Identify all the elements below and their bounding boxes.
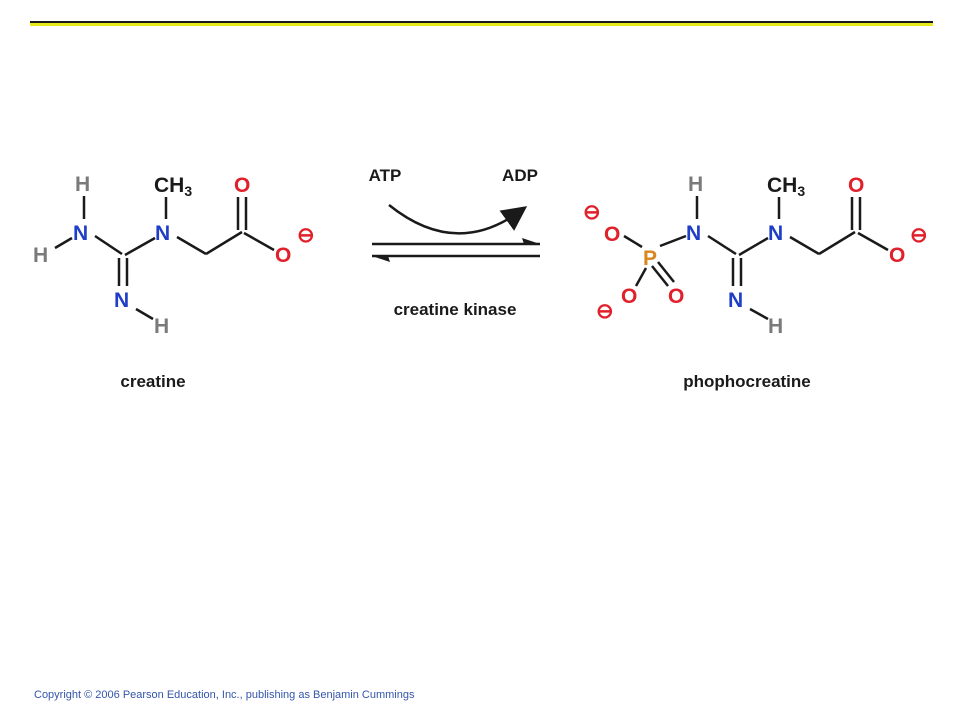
phosphocreatine-atom-o: O xyxy=(848,174,864,197)
phosphocreatine-atom-o: O xyxy=(889,244,905,267)
phosphocreatine-atom-n: N xyxy=(686,222,701,245)
phosphate-negative-charge: ⊖ xyxy=(596,300,614,323)
top-rule xyxy=(30,21,933,26)
phosphocreatine-label: phophocreatine xyxy=(683,372,811,391)
adp-label: ADP xyxy=(502,166,538,185)
creatine-atom-o: O xyxy=(275,244,291,267)
top-rule-dark-line xyxy=(30,21,933,23)
forward-arrow-head xyxy=(522,238,540,244)
enzyme-label: creatine kinase xyxy=(394,300,517,319)
cofactor-curved-arrow xyxy=(388,204,528,235)
creatine-atom-n: N xyxy=(155,222,170,245)
top-rule-yellow-line xyxy=(30,23,933,26)
reaction-arrows: ATP ADP creatine kinase xyxy=(369,166,540,319)
phosphocreatine-atom-o: O xyxy=(604,223,620,246)
creatine-atom-h: H xyxy=(154,315,169,338)
phosphocreatine-atom-n: N xyxy=(768,222,783,245)
creatine-label: creatine xyxy=(120,372,185,391)
creatine-molecule: H N H N CH3 N H O O ⊖ xyxy=(33,173,315,338)
creatine-atom-ch3: CH3 xyxy=(154,174,192,199)
reverse-arrow-head xyxy=(372,256,390,262)
creatine-atom-h: H xyxy=(33,244,48,267)
creatine-atom-n: N xyxy=(73,222,88,245)
creatine-atom-h: H xyxy=(75,173,90,196)
phosphocreatine-atom-ch3: CH3 xyxy=(767,174,805,199)
phosphocreatine-atom-h: H xyxy=(688,173,703,196)
phosphocreatine-atom-h: H xyxy=(768,315,783,338)
creatine-atom-n: N xyxy=(114,289,129,312)
copyright-notice: Copyright © 2006 Pearson Education, Inc.… xyxy=(34,689,415,701)
phosphocreatine-atom-o: O xyxy=(621,285,637,308)
phosphocreatine-atom-n: N xyxy=(728,289,743,312)
creatine-negative-charge: ⊖ xyxy=(297,224,315,247)
atp-label: ATP xyxy=(369,166,402,185)
creatine-bonds xyxy=(54,196,275,321)
phosphate-negative-charge: ⊖ xyxy=(583,201,601,224)
phosphocreatine-bonds xyxy=(623,196,889,321)
phosphocreatine-atom-o: O xyxy=(668,285,684,308)
phosphocreatine-atom-p: P xyxy=(643,247,657,270)
creatine-atom-o: O xyxy=(234,174,250,197)
phosphocreatine-molecule: ⊖ O P O O ⊖ H N N CH3 N H O O ⊖ xyxy=(583,173,928,338)
carboxylate-negative-charge: ⊖ xyxy=(910,224,928,247)
